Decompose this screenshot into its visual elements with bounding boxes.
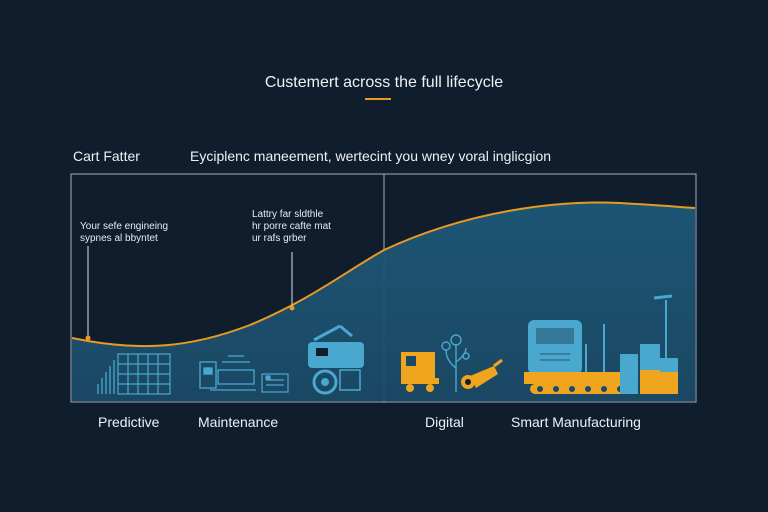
label-smart-manufacturing: Smart Manufacturing <box>511 414 641 430</box>
annotation-dot-1 <box>85 335 91 341</box>
annotation-left-line-2: sypnes al bbyntet <box>80 233 158 244</box>
annotation-left: Your sefe engineing sypnes al bbyntet <box>80 221 168 245</box>
annotation-middle-line-2: hr porre cafte mat <box>252 221 331 232</box>
label-digital: Digital <box>425 414 464 430</box>
machine-icon <box>199 355 256 391</box>
left-heading: Cart Fatter <box>73 148 140 164</box>
label-maintenance: Maintenance <box>198 414 279 430</box>
drill-icon <box>461 358 503 389</box>
annotation-middle-line-1: Lattry far sldthle <box>252 209 324 220</box>
bulldozer-icon <box>524 320 632 394</box>
right-heading: Eyciplenc maneement, wertecint you wney … <box>190 148 552 164</box>
control-panel-icon <box>261 373 289 393</box>
annotation-left-line-1: Your sefe engineing <box>80 221 169 232</box>
grid-panel-icon <box>117 353 171 395</box>
forklift-icon <box>401 352 439 392</box>
robot-icon <box>308 324 364 395</box>
annotation-dot-2 <box>289 305 295 311</box>
diagram-title: Custemert across the full lifecycle <box>264 74 504 91</box>
annotation-middle-line-3: ur rafs grber <box>252 233 307 244</box>
label-predictive: Predictive <box>98 414 160 430</box>
lifecycle-curve <box>71 201 696 348</box>
factory-icon <box>620 294 678 394</box>
title-underline <box>365 98 391 100</box>
sensor-tree-icon <box>441 334 470 392</box>
bar-chart-icon <box>97 360 115 394</box>
annotation-middle: Lattry far sldthle hr porre cafte mat ur… <box>252 209 331 245</box>
